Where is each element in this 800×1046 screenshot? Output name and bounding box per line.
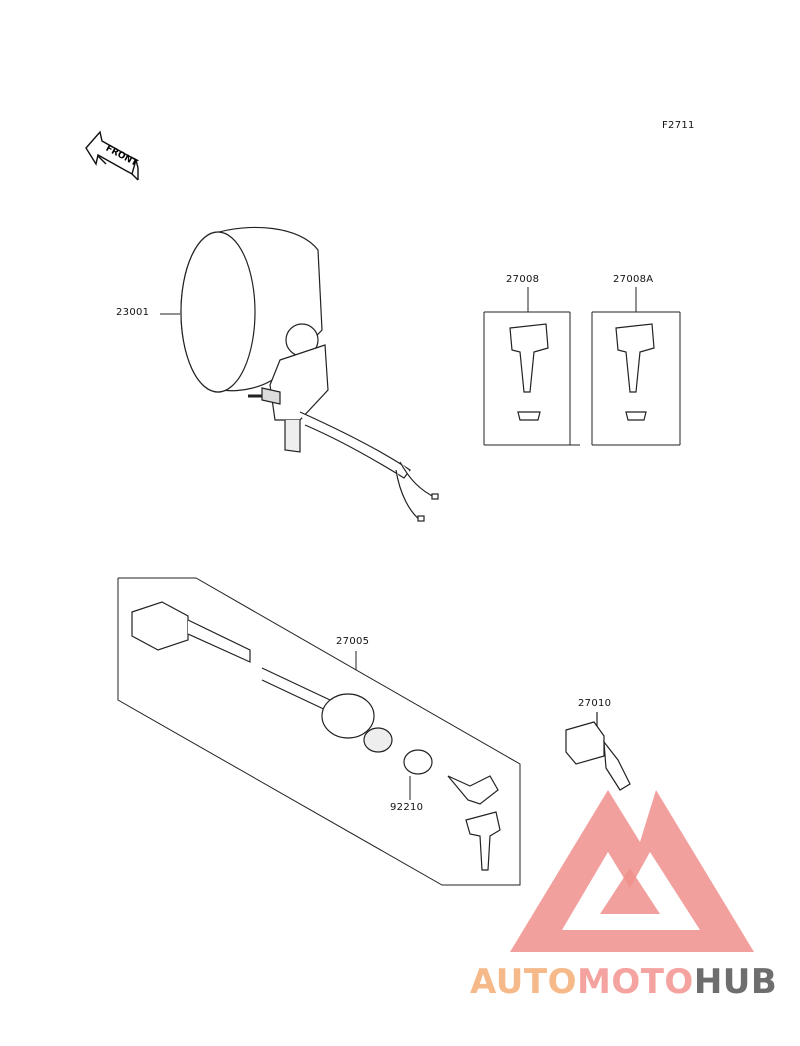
watermark-word-auto: AUTO (470, 962, 577, 1002)
part-label-switch: 27010 (578, 698, 612, 709)
watermark-brand: AUTOMOTOHUB (470, 962, 777, 1002)
part-label-ignition-switch: 27005 (336, 636, 370, 647)
part-label-key-a: 27008 (506, 274, 540, 285)
headlamp-drawing (180, 226, 439, 522)
watermark-word-hub: HUB (693, 962, 778, 1002)
ignition-switch-panel (117, 577, 521, 886)
part-label-headlamp: 23001 (116, 307, 150, 318)
part-label-nut: 92210 (390, 802, 424, 813)
watermark-word-moto: MOTO (576, 962, 694, 1002)
key-icon (509, 323, 549, 421)
figure-code: F2711 (662, 120, 695, 131)
part-label-key-b: 27008A (613, 274, 654, 285)
front-arrow-icon (85, 130, 139, 181)
key-box-27008 (483, 287, 580, 446)
key-box-27008a (591, 287, 681, 446)
ignition-switch-drawing (131, 601, 501, 871)
key-icon (615, 323, 655, 421)
switch-drawing (565, 712, 631, 791)
watermark-logo-icon (510, 790, 754, 952)
